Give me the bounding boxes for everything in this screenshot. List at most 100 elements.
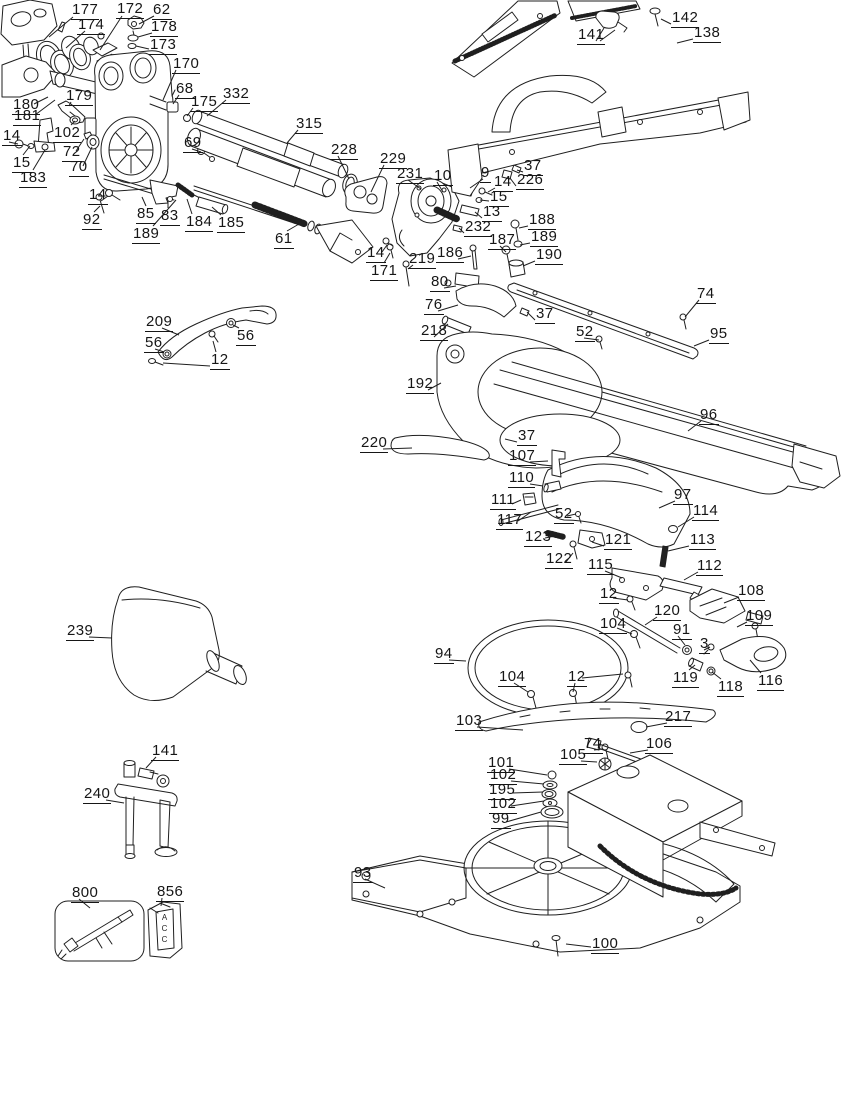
part-label-113: 113 [689, 531, 717, 550]
part-label-62: 62 [152, 1, 172, 20]
part-label-115: 115 [587, 556, 615, 575]
part-label-116: 116 [757, 672, 785, 691]
part-label-189: 189 [530, 228, 559, 247]
part-label-92: 92 [82, 211, 102, 230]
part-label-93: 93 [353, 864, 373, 883]
part-label-85: 85 [136, 205, 156, 224]
part-label-52: 52 [554, 505, 574, 524]
part-label-76: 76 [424, 296, 444, 315]
part-label-141: 141 [577, 26, 606, 45]
part-label-91: 91 [672, 621, 692, 640]
part-label-105: 105 [559, 746, 588, 765]
part-label-101: 101 [487, 754, 516, 773]
part-label-800: 800 [71, 884, 100, 903]
part-label-190: 190 [535, 246, 564, 265]
part-label-94: 94 [434, 645, 454, 664]
part-label-80: 80 [430, 273, 450, 292]
part-label-37: 37 [517, 427, 537, 446]
part-label-142: 142 [671, 9, 700, 28]
part-label-174: 174 [77, 16, 106, 35]
carry-handle [148, 305, 277, 366]
part-label-74: 74 [583, 735, 603, 754]
part-label-123: 123 [524, 528, 553, 547]
part-label-12: 12 [210, 351, 230, 370]
part-label-111: 111 [490, 491, 517, 510]
part-label-117: 117 [496, 511, 524, 530]
part-label-122: 122 [545, 550, 574, 569]
part-label-15: 15 [12, 154, 32, 173]
part-label-10: 10 [433, 167, 453, 186]
part-label-192: 192 [406, 375, 435, 394]
part-label-104: 104 [498, 668, 527, 687]
part-label-61: 61 [274, 230, 294, 249]
wrench-box [54, 900, 145, 962]
part-label-74: 74 [696, 285, 716, 304]
part-label-12: 12 [567, 668, 587, 687]
part-label-104: 104 [599, 615, 628, 634]
part-label-14: 14 [2, 127, 22, 146]
part-label-114: 114 [692, 502, 720, 521]
part-label-228: 228 [330, 141, 359, 160]
part-label-173: 173 [149, 36, 178, 55]
part-label-120: 120 [653, 602, 682, 621]
slide-rails [187, 109, 369, 210]
acc-box [147, 901, 183, 959]
part-label-185: 185 [217, 214, 246, 233]
lock-latch-parts [613, 588, 787, 676]
part-label-332: 332 [222, 85, 251, 104]
part-label-110: 110 [508, 469, 536, 488]
part-label-220: 220 [360, 434, 389, 453]
part-label-70: 70 [69, 158, 89, 177]
part-label-96: 96 [699, 406, 719, 425]
material-clamp [114, 760, 178, 859]
part-label-856: 856 [156, 883, 185, 902]
part-label-83: 83 [160, 207, 180, 226]
part-label-178: 178 [150, 18, 179, 37]
part-label-14: 14 [366, 244, 386, 263]
part-label-9: 9 [480, 164, 491, 183]
part-label-112: 112 [696, 557, 724, 576]
part-label-107: 107 [508, 447, 537, 466]
part-label-172: 172 [116, 0, 145, 19]
saw-arm-housing [436, 331, 841, 495]
part-label-99: 99 [491, 810, 511, 829]
part-label-106: 106 [645, 735, 674, 754]
part-label-179: 179 [65, 87, 94, 106]
part-label-219: 219 [408, 250, 437, 269]
part-label-217: 217 [664, 708, 693, 727]
part-label-69: 69 [183, 134, 203, 153]
part-label-102: 102 [489, 766, 518, 785]
part-label-37: 37 [535, 305, 555, 324]
part-label-72: 72 [62, 143, 82, 162]
part-label-56: 56 [236, 327, 256, 346]
part-label-177: 177 [71, 1, 100, 20]
blade-ring [467, 619, 633, 717]
part-label-170: 170 [172, 55, 201, 74]
part-label-183: 183 [19, 169, 48, 188]
left-fasteners-links [14, 89, 229, 215]
part-label-231: 231 [396, 165, 425, 184]
part-label-108: 108 [737, 582, 766, 601]
chip-deflector [390, 434, 490, 461]
part-label-175: 175 [190, 93, 219, 112]
part-label-103: 103 [455, 712, 484, 731]
part-label-12: 12 [599, 585, 619, 604]
part-label-109: 109 [745, 607, 774, 626]
dust-bag [111, 586, 247, 701]
part-label-3: 3 [699, 635, 710, 654]
part-label-141: 141 [151, 742, 180, 761]
depth-stop-rod [193, 185, 374, 264]
part-label-181: 181 [13, 107, 42, 126]
part-label-184: 184 [185, 213, 214, 232]
part-label-186: 186 [436, 244, 465, 263]
part-label-100: 100 [591, 935, 620, 954]
lower-guard [541, 456, 691, 548]
fence-assembly [447, 0, 751, 197]
part-label-189: 189 [132, 225, 161, 244]
part-label-97: 97 [673, 486, 693, 505]
part-label-95: 95 [709, 325, 729, 344]
part-label-209: 209 [145, 313, 174, 332]
part-label-171: 171 [370, 262, 399, 281]
